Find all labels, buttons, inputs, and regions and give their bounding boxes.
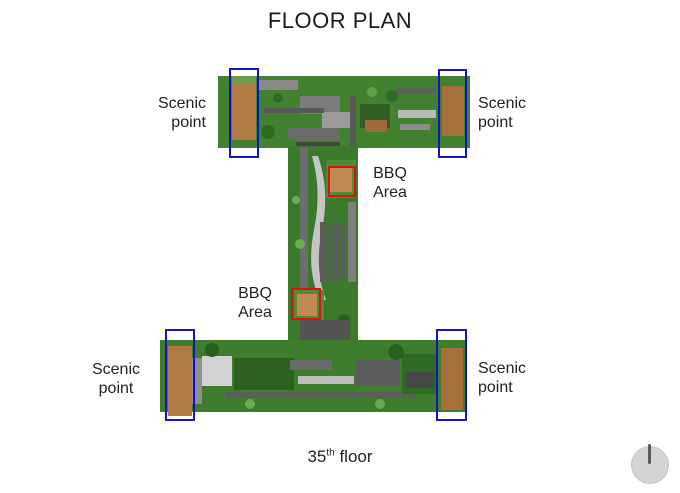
scenic-label-bottom-right: Scenic point: [478, 359, 548, 397]
scenic-deck-top-right: [442, 86, 464, 136]
page-title: FLOOR PLAN: [267, 8, 413, 33]
scenic-label-line: Scenic: [157, 95, 206, 112]
bbq-label-lower: BBQ Area: [226, 284, 284, 322]
scenic-label-line: point: [478, 379, 513, 396]
scenic-label-top-right: Scenic point: [478, 94, 548, 132]
scenic-label-line: point: [478, 114, 513, 131]
scenic-label-line: point: [98, 380, 134, 397]
bbq-highlight-lower: [291, 288, 321, 320]
scenic-label-line: point: [171, 114, 206, 131]
top-wing: [218, 76, 470, 150]
scenic-label-line: Scenic: [478, 360, 527, 377]
bbq-highlight-upper: [328, 166, 356, 197]
floor-number: 35: [307, 447, 327, 466]
scenic-deck-top-left: [232, 84, 256, 140]
scenic-deck-bottom-right: [441, 348, 463, 410]
bbq-label-line: Area: [373, 184, 407, 201]
floor-ordinal-suffix: th: [326, 447, 335, 459]
dial-knob-handle[interactable]: [648, 444, 651, 464]
bbq-label-line: BBQ: [238, 285, 272, 302]
scenic-label-top-left: Scenic point: [138, 94, 206, 132]
scenic-highlight-top-right: [438, 69, 467, 158]
central-corridor: [288, 146, 358, 352]
scenic-highlight-bottom-right: [436, 329, 467, 421]
bbq-label-line: BBQ: [373, 165, 407, 182]
bottom-wing: [160, 340, 466, 412]
scenic-deck-bottom-left: [168, 346, 192, 416]
scenic-label-line: Scenic: [91, 361, 141, 378]
bbq-label-upper: BBQ Area: [360, 164, 420, 202]
scenic-label-bottom-left: Scenic point: [80, 360, 152, 398]
floor-word: floor: [334, 447, 373, 466]
dial-knob-icon[interactable]: [631, 444, 669, 484]
bbq-label-line: Area: [238, 304, 272, 321]
scenic-highlight-bottom-left: [165, 329, 195, 421]
scenic-label-line: Scenic: [478, 95, 527, 112]
scenic-highlight-top-left: [229, 68, 259, 158]
floor-caption: 35th floor: [0, 447, 680, 467]
